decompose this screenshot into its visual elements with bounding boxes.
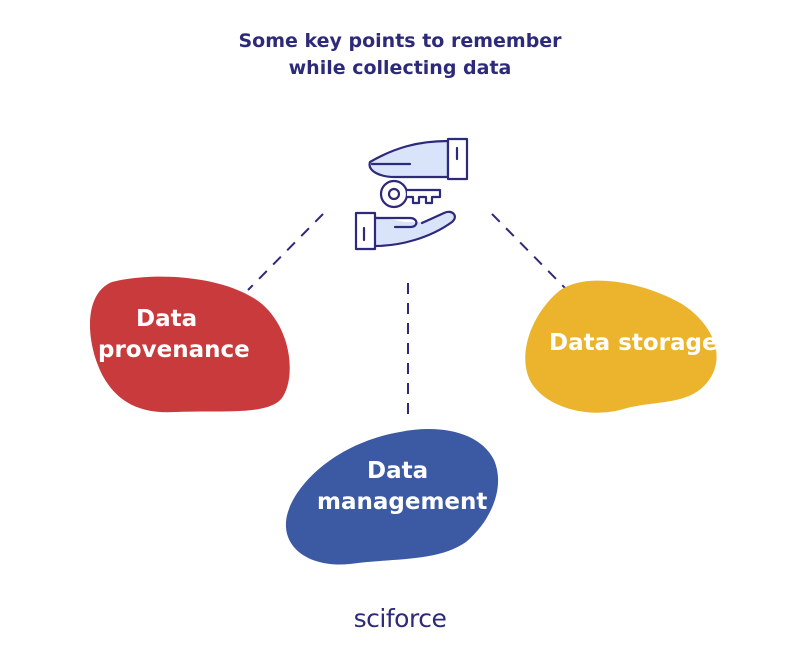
connector-storage xyxy=(491,213,568,291)
provenance-label: Data provenance xyxy=(98,304,250,366)
management-label: Data management xyxy=(317,456,492,518)
management-label-line-1: Data xyxy=(367,458,429,484)
provenance-label-line-1: Data xyxy=(136,306,198,332)
storage-label: Data storage xyxy=(549,330,718,356)
connector-provenance xyxy=(247,213,324,291)
provenance-label-line-2: provenance xyxy=(98,337,250,363)
storage-blob xyxy=(525,280,717,413)
title-line-2: while collecting data xyxy=(288,57,512,79)
hands-passing-key-icon xyxy=(354,137,469,251)
management-blob xyxy=(285,429,499,565)
provenance-blob xyxy=(89,276,290,413)
diagram-title: Some key points to remember while collec… xyxy=(0,28,800,82)
management-label-line-2: management xyxy=(317,489,488,515)
brand-logo: sciforce xyxy=(353,604,447,633)
title-line-1: Some key points to remember xyxy=(238,30,562,52)
